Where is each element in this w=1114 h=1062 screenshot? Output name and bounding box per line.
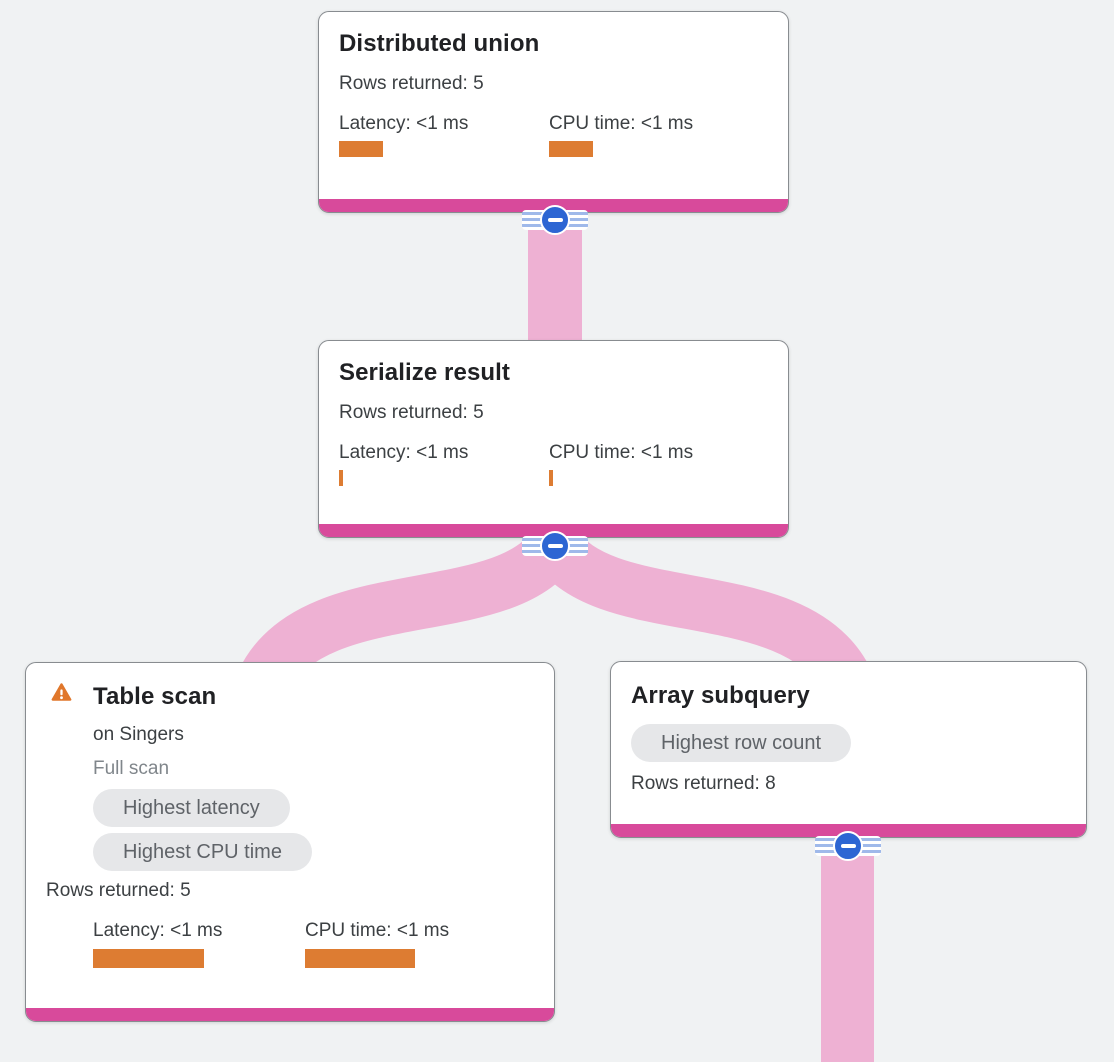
latency-bar [339, 470, 343, 486]
cpu-time-bar [305, 949, 415, 968]
node-accent-bar [26, 1008, 554, 1021]
warning-icon [51, 683, 72, 701]
node-distributed-union[interactable]: Distributed union Rows returned: 5 Laten… [318, 11, 789, 213]
cpu-metric: CPU time: <1 ms [305, 919, 517, 968]
metrics-row: Latency: <1 ms CPU time: <1 ms [93, 919, 530, 968]
edge-serialize-result-to-array-subquery [531, 527, 872, 696]
node-array-subquery[interactable]: Array subquery Highest row count Rows re… [610, 661, 1087, 838]
edge-serialize-result-to-table-scan [238, 527, 579, 696]
edge-array-subquery-to-child [821, 832, 874, 1062]
collapse-button-serialize-result[interactable] [522, 531, 588, 561]
minus-circle-icon [540, 531, 570, 561]
minus-circle-icon [540, 205, 570, 235]
minus-circle-icon [833, 831, 863, 861]
badge-row: Highest CPU time [93, 833, 530, 871]
rows-returned-label: Rows returned: 5 [339, 73, 484, 94]
cpu-time-label: CPU time: <1 ms [549, 442, 694, 463]
collapse-button-distributed-union[interactable] [522, 205, 588, 235]
rows-returned-label: Rows returned: 8 [631, 773, 776, 794]
cpu-metric: CPU time: <1 ms [549, 441, 759, 486]
node-serialize-result[interactable]: Serialize result Rows returned: 5 Latenc… [318, 340, 789, 538]
scan-target-label: on Singers [93, 724, 184, 745]
node-title: Serialize result [339, 359, 511, 386]
latency-metric: Latency: <1 ms [339, 441, 549, 486]
latency-label: Latency: <1 ms [339, 113, 469, 134]
node-title: Table scan [93, 683, 217, 710]
node-accent-bar [611, 824, 1086, 837]
badge-highest-latency: Highest latency [93, 789, 290, 827]
minus-icon [547, 218, 563, 222]
node-title: Distributed union [339, 30, 540, 57]
minus-icon [840, 844, 856, 848]
rows-returned-label: Rows returned: 5 [339, 402, 484, 423]
badge-row: Highest latency [93, 789, 530, 827]
node-table-scan[interactable]: Table scan on Singers Full scan Highest … [25, 662, 555, 1022]
collapse-button-array-subquery[interactable] [815, 831, 881, 861]
scan-type-label: Full scan [93, 758, 170, 779]
minus-icon [547, 544, 563, 548]
cpu-time-bar [549, 141, 593, 157]
metrics-row: Latency: <1 ms CPU time: <1 ms [339, 112, 764, 157]
cpu-time-label: CPU time: <1 ms [549, 113, 694, 134]
badge-highest-cpu-time: Highest CPU time [93, 833, 312, 871]
latency-metric: Latency: <1 ms [93, 919, 305, 968]
cpu-time-label: CPU time: <1 ms [305, 920, 450, 941]
badge-row: Highest row count [631, 724, 1062, 762]
rows-returned-label: Rows returned: 5 [46, 880, 191, 901]
latency-label: Latency: <1 ms [339, 442, 469, 463]
latency-label: Latency: <1 ms [93, 920, 223, 941]
badge-highest-row-count: Highest row count [631, 724, 852, 762]
cpu-metric: CPU time: <1 ms [549, 112, 759, 157]
cpu-time-bar [549, 470, 553, 486]
node-accent-bar [319, 524, 788, 537]
latency-metric: Latency: <1 ms [339, 112, 549, 157]
metrics-row: Latency: <1 ms CPU time: <1 ms [339, 441, 764, 486]
latency-bar [339, 141, 383, 157]
node-title: Array subquery [631, 682, 810, 709]
latency-bar [93, 949, 204, 968]
